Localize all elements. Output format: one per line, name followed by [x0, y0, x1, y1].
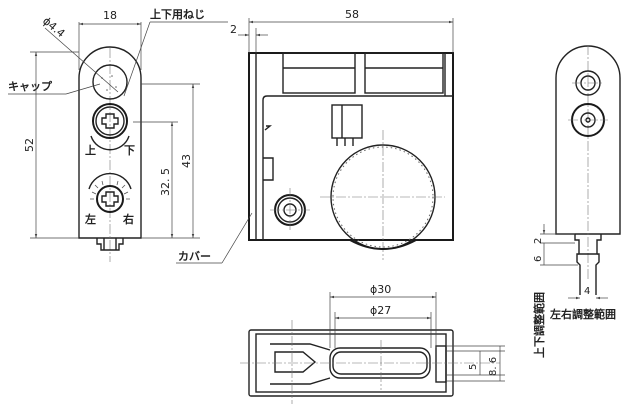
dim-flange: 2 — [230, 23, 237, 36]
front-body-outline — [78, 46, 142, 239]
dim-width: 18 — [103, 9, 117, 22]
dim-gap: 2 — [533, 238, 544, 244]
dim-inner-dia: ϕ27 — [370, 304, 391, 317]
rear-view: 2 6 上下調整範囲 4 左右調整範囲 — [532, 45, 621, 358]
vertical-range-label: 上下調整範囲 — [532, 292, 546, 358]
rotate-arrow-icon — [88, 172, 132, 190]
leftright-screw — [96, 185, 124, 213]
front-view: 上 下 左 右 18 ϕ4.4 上下用ねじ — [8, 7, 228, 262]
dim-hole-dia: ϕ4.4 — [40, 14, 67, 40]
phillips-cross-icon — [101, 191, 119, 207]
dim-horizontal-adjust: 4 — [584, 286, 590, 297]
right-label: 右 — [122, 212, 134, 226]
dim-height-roller: 32. 5 — [159, 168, 172, 196]
dim-overall-width: 8. 6 — [488, 357, 499, 376]
bottom-stud — [96, 238, 124, 251]
dim-outer-dia: ϕ30 — [370, 283, 391, 296]
dim-roller-width: 5 — [468, 364, 479, 370]
cap-label: キャップ — [8, 79, 53, 93]
dim-total-height: 52 — [23, 138, 36, 152]
dim-length: 58 — [345, 8, 359, 21]
down-label: 下 — [124, 144, 135, 157]
phillips-cross-icon — [101, 113, 119, 129]
screw-label: 上下用ねじ — [150, 7, 205, 21]
bottom-view: ϕ30 ϕ27 5 8. 6 — [240, 283, 505, 404]
rear-body-outline — [555, 45, 621, 235]
rotate-arrow-icon — [90, 135, 130, 151]
side-view: 58 2 カバー — [176, 8, 454, 264]
left-label: 左 — [84, 212, 96, 226]
cap-circle — [92, 64, 128, 100]
updown-screw — [92, 103, 128, 139]
dim-height-screw: 43 — [180, 154, 193, 168]
up-label: 上 — [85, 143, 96, 157]
cover-label: カバー — [178, 250, 211, 263]
dim-vertical-adjust: 6 — [533, 256, 544, 262]
horizontal-range-label: 左右調整範囲 — [549, 307, 616, 321]
side-body-outline — [248, 52, 454, 241]
